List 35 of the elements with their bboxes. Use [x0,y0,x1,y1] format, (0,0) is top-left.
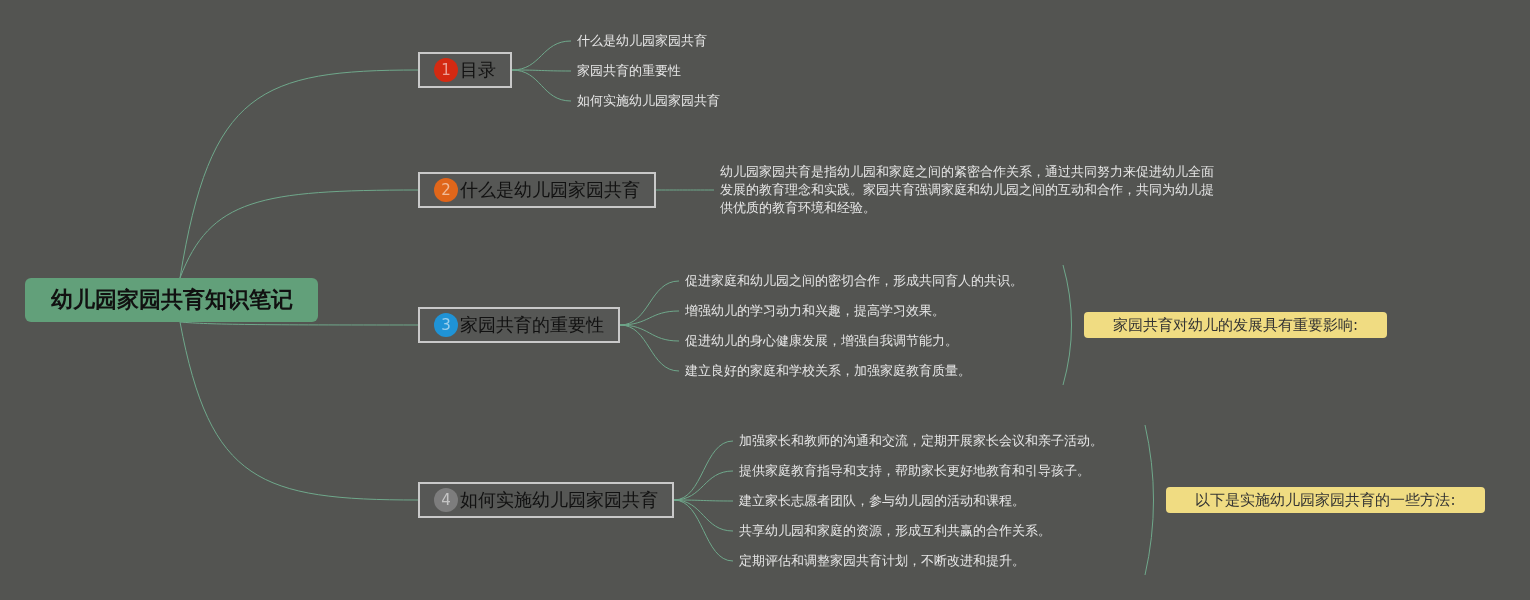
summary-box: 以下是实施幼儿园家园共育的一些方法: [1166,487,1485,513]
connector-line [619,324,680,372]
subtopic-text: 定期评估和调整家园共育计划，不断改进和提升。 [739,551,1139,571]
subtopic-text: 建立家长志愿者团队，参与幼儿园的活动和课程。 [739,491,1139,511]
subtopic-text: 如何实施幼儿园家园共育 [577,91,747,111]
topic-box [418,52,512,88]
connector-line [511,69,572,102]
number-badge: 3 [434,313,458,337]
topic-label: 什么是幼儿园家园共育 [460,178,640,202]
connector-line [179,321,419,326]
topic-box [418,482,674,518]
subtopic-text: 建立良好的家庭和学校关系，加强家庭教育质量。 [685,361,1055,381]
summary-box: 家园共育对幼儿的发展具有重要影响: [1084,312,1387,338]
connector-line [179,321,419,501]
subtopic-text: 家园共育的重要性 [577,61,747,81]
topic-label: 如何实施幼儿园家园共育 [460,488,658,512]
connector-line [673,499,734,562]
subtopic-text: 促进家庭和幼儿园之间的密切合作，形成共同育人的共识。 [685,271,1055,291]
topic-box [418,307,620,343]
number-badge: 2 [434,178,458,202]
topic-box [418,172,656,208]
description-text: 幼儿园家园共育是指幼儿园和家庭之间的紧密合作关系，通过共同努力来促进幼儿全面发展的教育理念和实践。家园共育强调家庭和幼儿园之间的互动和合作，共同为幼儿提供优质的教育环境和经验。 [720,163,1220,219]
subtopic-text: 促进幼儿的身心健康发展，增强自我调节能力。 [685,331,1055,351]
number-badge: 4 [434,488,458,512]
connector-line [179,189,419,279]
subtopic-text: 共享幼儿园和家庭的资源，形成互利共赢的合作关系。 [739,521,1139,541]
subtopic-text: 什么是幼儿园家园共育 [577,31,747,51]
subtopic-text: 增强幼儿的学习动力和兴趣，提高学习效果。 [685,301,1055,321]
topic-label: 家园共育的重要性 [460,313,604,337]
subtopic-text: 提供家庭教育指导和支持，帮助家长更好地教育和引导孩子。 [739,461,1139,481]
connector-line [655,189,715,191]
subtopic-text: 加强家长和教师的沟通和交流，定期开展家长会议和亲子活动。 [739,431,1139,451]
topic-label: 目录 [460,58,496,82]
central-topic: 幼儿园家园共育知识笔记 [25,278,318,322]
number-badge: 1 [434,58,458,82]
